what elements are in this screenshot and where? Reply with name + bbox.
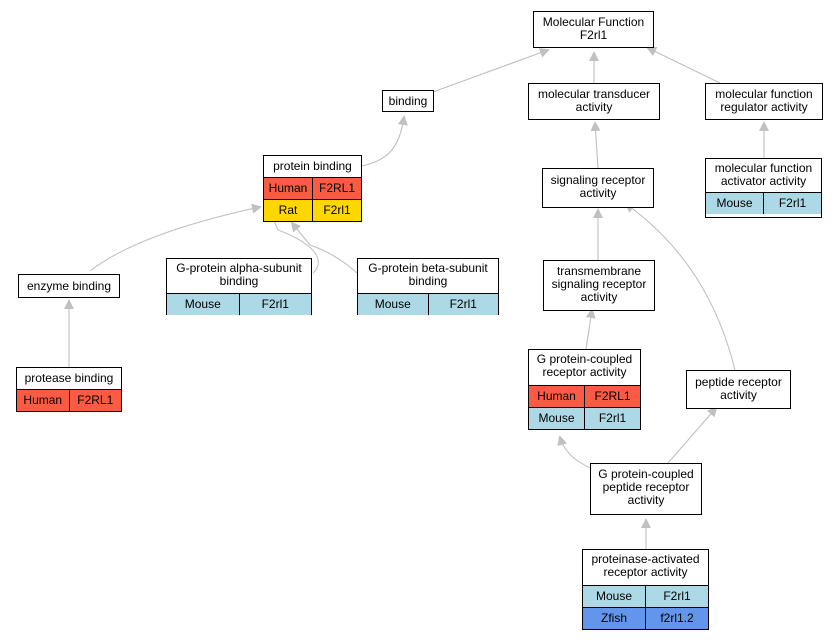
gene-cell: F2RL1 bbox=[312, 178, 361, 199]
species-cell: Rat bbox=[264, 200, 312, 221]
edge-binding-to-molecular-function bbox=[432, 48, 550, 93]
edge-signaling-to-transducer bbox=[590, 121, 601, 169]
edge-gpc-peptide-to-peptide-receptor bbox=[667, 406, 718, 464]
species-cell: Human bbox=[17, 390, 69, 411]
edge-g-alpha-to-protein-binding bbox=[268, 210, 319, 274]
gene-cell: f2rl1.2 bbox=[645, 608, 708, 629]
node-title: protease binding bbox=[24, 371, 114, 385]
node-g-protein-alpha-subunit-binding[interactable]: G-protein alpha-subunit binding Mouse F2… bbox=[166, 258, 312, 315]
species-cell: Human bbox=[264, 178, 312, 199]
node-title: G-protein alpha-subunit binding bbox=[176, 261, 302, 288]
node-title: molecular function regulator activity bbox=[715, 87, 813, 114]
node-title: enzyme binding bbox=[26, 279, 112, 293]
node-g-protein-coupled-receptor-activity[interactable]: G protein-coupled receptor activity Huma… bbox=[528, 349, 641, 430]
gene-row: Mouse F2rl1 bbox=[529, 407, 640, 429]
gene-cell: F2RL1 bbox=[584, 386, 640, 407]
node-title: binding bbox=[388, 94, 428, 108]
node-molecular-function-activator-activity[interactable]: molecular function activator activity Mo… bbox=[705, 158, 822, 218]
edge-protein-binding-to-binding bbox=[361, 115, 408, 167]
node-title: molecular function activator activity bbox=[714, 161, 813, 188]
node-molecular-function-regulator-activity[interactable]: molecular function regulator activity bbox=[705, 83, 823, 120]
gene-row: Rat F2rl1 bbox=[264, 199, 361, 221]
edge-g-beta-to-protein-binding bbox=[290, 221, 358, 274]
node-transmembrane-signaling-receptor-activity[interactable]: transmembrane signaling receptor activit… bbox=[543, 260, 655, 311]
gene-cell: F2rl1 bbox=[238, 294, 311, 315]
node-g-protein-coupled-peptide-receptor-activity[interactable]: G protein-coupled peptide receptor activ… bbox=[590, 463, 702, 515]
node-title: G protein-coupled peptide receptor activ… bbox=[598, 467, 694, 507]
gene-cell: F2rl1 bbox=[645, 586, 708, 607]
gene-row: Human F2RL1 bbox=[529, 385, 640, 407]
gene-cell: F2RL1 bbox=[68, 390, 121, 411]
species-cell: Mouse bbox=[358, 294, 428, 315]
node-title: molecular transducer activity bbox=[537, 87, 651, 114]
gene-row: Mouse F2rl1 bbox=[167, 293, 311, 315]
node-signaling-receptor-activity[interactable]: signaling receptor activity bbox=[542, 168, 654, 208]
node-title: transmembrane signaling receptor activit… bbox=[551, 264, 647, 304]
node-molecular-transducer-activity[interactable]: molecular transducer activity bbox=[528, 83, 660, 120]
node-binding[interactable]: binding bbox=[382, 90, 434, 112]
gene-row: Mouse F2rl1 bbox=[583, 585, 708, 607]
species-cell: Human bbox=[529, 386, 584, 407]
node-title: proteinase-activated receptor activity bbox=[591, 552, 700, 579]
node-enzyme-binding[interactable]: enzyme binding bbox=[18, 274, 120, 298]
node-title: G protein-coupled receptor activity bbox=[536, 352, 633, 379]
species-cell: Mouse bbox=[529, 408, 584, 429]
node-title: Molecular Function F2rl1 bbox=[542, 15, 645, 42]
node-g-protein-beta-subunit-binding[interactable]: G-protein beta-subunit binding Mouse F2r… bbox=[357, 258, 499, 315]
node-molecular-function[interactable]: Molecular Function F2rl1 bbox=[533, 11, 654, 48]
node-title: protein binding bbox=[273, 159, 352, 173]
gene-row: Mouse F2rl1 bbox=[358, 293, 498, 315]
node-title: signaling receptor activity bbox=[550, 173, 646, 200]
gene-cell: F2rl1 bbox=[312, 200, 361, 221]
edge-gpcr-to-transmembrane bbox=[585, 308, 596, 350]
node-protease-binding[interactable]: protease binding Human F2RL1 bbox=[16, 367, 122, 412]
edge-regulator-to-molecular-function bbox=[646, 47, 721, 84]
gene-row: Mouse F2rl1 bbox=[706, 192, 821, 214]
node-protein-binding[interactable]: protein binding Human F2RL1 Rat F2rl1 bbox=[263, 155, 362, 222]
node-title: G-protein beta-subunit binding bbox=[368, 261, 488, 288]
species-cell: Mouse bbox=[583, 586, 645, 607]
species-cell: Mouse bbox=[706, 193, 763, 214]
edge-peptide-receptor-to-signaling bbox=[624, 202, 736, 371]
node-title: peptide receptor activity bbox=[695, 375, 782, 402]
species-cell: Mouse bbox=[167, 294, 239, 315]
species-cell: Zfish bbox=[583, 608, 645, 629]
edge-enzyme-binding-to-protein-binding bbox=[89, 203, 262, 272]
gene-cell: F2rl1 bbox=[763, 193, 821, 214]
node-peptide-receptor-activity[interactable]: peptide receptor activity bbox=[686, 370, 791, 409]
gene-row: Zfish f2rl1.2 bbox=[583, 607, 708, 629]
node-proteinase-activated-receptor-activity[interactable]: proteinase-activated receptor activity M… bbox=[582, 549, 709, 630]
gene-row: Human F2RL1 bbox=[264, 177, 361, 199]
gene-cell: F2rl1 bbox=[427, 294, 498, 315]
gene-row: Human F2RL1 bbox=[17, 389, 121, 411]
gene-cell: F2rl1 bbox=[584, 408, 640, 429]
